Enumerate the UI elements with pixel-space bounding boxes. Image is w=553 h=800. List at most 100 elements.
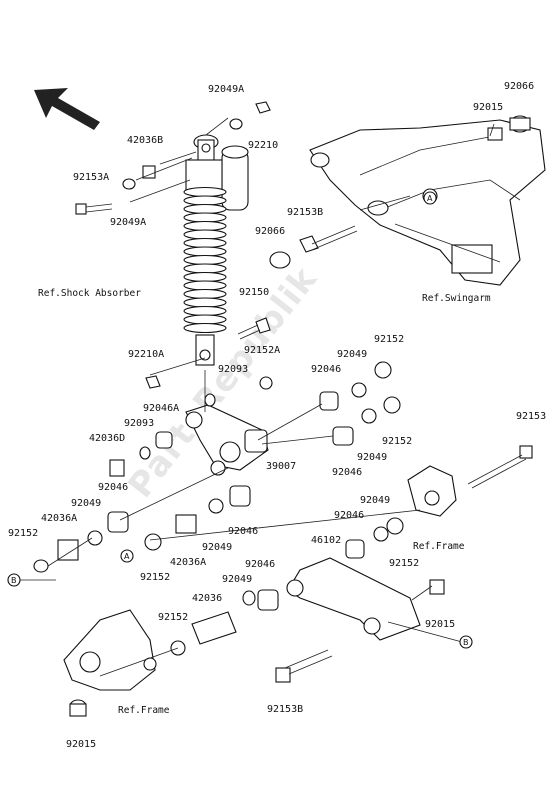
part-label: 42036D: [89, 433, 125, 444]
part-label: 92152: [8, 528, 38, 539]
part-label: 92015: [66, 739, 96, 750]
part-label: 92015: [473, 102, 503, 113]
spring-coil: [183, 212, 227, 223]
bolt-92153B-top: [299, 225, 358, 253]
part-label: 92049: [360, 495, 390, 506]
ref-frame-bottom: Ref.Frame: [118, 705, 170, 716]
shock-spring: [183, 186, 227, 334]
part-label: 92152: [374, 334, 404, 345]
part-label: 92015: [425, 619, 455, 630]
washer-92049-b: [361, 408, 377, 424]
svg-text:B: B: [463, 638, 469, 647]
bushing-92015-right: [429, 579, 445, 595]
part-label: 92049: [202, 542, 232, 553]
collar-92152-a: [374, 361, 392, 379]
washer-92049-f: [242, 590, 256, 606]
washer-92049-d: [208, 498, 224, 514]
washer-92049-e: [373, 526, 389, 542]
part-label: 42036: [192, 593, 222, 604]
frame-bracket-bottom: [63, 609, 157, 691]
front-direction-arrow-icon: [34, 88, 100, 130]
spring-coil: [183, 280, 227, 291]
part-label: 92210A: [128, 349, 164, 360]
part-label: 42036A: [170, 557, 206, 568]
part-label: 92152A: [244, 345, 280, 356]
washer-92049A-left: [122, 178, 136, 190]
washer-92049A-top: [229, 118, 243, 130]
bearing-92046-d: [229, 485, 251, 507]
washer-92093-a: [204, 393, 216, 407]
part-label: 92046: [332, 467, 362, 478]
part-label: 92152: [382, 436, 412, 447]
washer-92049-a: [351, 382, 367, 398]
part-label: 92152: [389, 558, 419, 569]
ref-frame-right: Ref.Frame: [413, 541, 465, 552]
bolt-92153: [467, 445, 533, 489]
bearing-92046-f: [257, 589, 279, 611]
part-label: 92046: [311, 364, 341, 375]
part-label: 39007: [266, 461, 296, 472]
ref-shock-absorber: Ref.Shock Absorber: [38, 288, 141, 299]
washer-92093-b: [139, 446, 151, 460]
collar-92066-mid: [269, 251, 291, 269]
part-label: 92049A: [208, 84, 244, 95]
part-label: 92049: [337, 349, 367, 360]
part-label: 42036B: [127, 135, 163, 146]
part-label: 92046: [334, 510, 364, 521]
bearing-92046-b: [332, 426, 354, 446]
part-label: 92046: [98, 482, 128, 493]
part-label: 92049A: [110, 217, 146, 228]
part-label: 92066: [504, 81, 534, 92]
spring-coil: [183, 237, 227, 249]
collar-92152-b: [383, 396, 401, 414]
spring-coil: [183, 229, 227, 240]
marker-B-left: B: [7, 573, 21, 587]
spring-coil: [183, 322, 227, 334]
bolt-92153B-bottom: [275, 649, 333, 683]
leader-lines: [18, 117, 501, 677]
spring-coil: [183, 314, 227, 325]
bolt-92153A: [75, 203, 113, 215]
spring-coil: [183, 186, 227, 198]
spring-coil: [183, 305, 227, 317]
spring-coil: [183, 297, 227, 308]
svg-text:A: A: [427, 194, 433, 203]
washer-92049-c: [87, 530, 103, 546]
collar-92152A: [259, 376, 273, 390]
part-label: 92153A: [73, 172, 109, 183]
ref-swingarm: Ref.Swingarm: [422, 293, 491, 304]
collar-42036: [191, 611, 237, 645]
bushing-92015-top: [487, 127, 503, 141]
rocker-arm-39007: [185, 404, 269, 476]
part-label: 92153B: [287, 207, 323, 218]
bearing-92046A: [155, 431, 173, 449]
part-label: 92046A: [143, 403, 179, 414]
spring-coil: [183, 195, 227, 206]
tie-rod-46102: [286, 557, 421, 641]
part-label: 92152: [140, 572, 170, 583]
spring-coil: [183, 203, 227, 215]
bearing-92046-c: [107, 511, 129, 533]
collar-42036A-left: [57, 539, 79, 561]
part-label: 92210: [248, 140, 278, 151]
bearing-92046-a: [319, 391, 339, 411]
marker-B-right: B: [459, 635, 473, 649]
part-label: 92066: [255, 226, 285, 237]
part-label: 92153B: [267, 704, 303, 715]
collar-92152-c: [33, 559, 49, 573]
collar-92066-top: [509, 115, 531, 133]
spring-coil: [183, 220, 227, 232]
part-label: 46102: [311, 535, 341, 546]
shock-absorber: [183, 134, 249, 366]
part-label: 42036A: [41, 513, 77, 524]
spring-coil: [183, 246, 227, 257]
part-label: 92049: [357, 452, 387, 463]
svg-text:A: A: [124, 552, 130, 561]
collar-42036A-mid: [175, 514, 197, 534]
svg-text:B: B: [11, 576, 17, 585]
marker-A-swingarm: A: [423, 191, 437, 205]
spring-coil: [183, 254, 227, 266]
part-label: 92093: [124, 418, 154, 429]
bolt-92150: [237, 317, 271, 340]
